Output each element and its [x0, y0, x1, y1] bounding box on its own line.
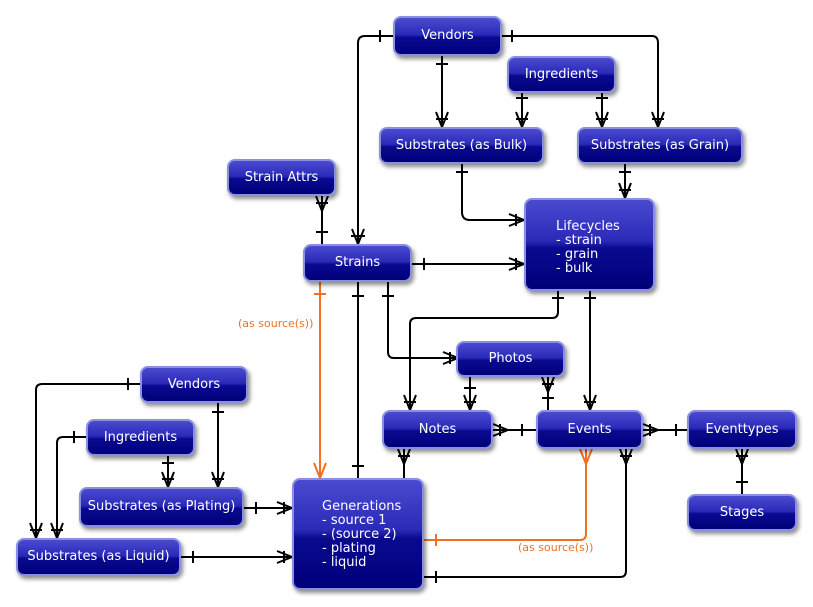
entity-substrates-liquid-label: Substrates (as Liquid) [27, 549, 170, 564]
entity-lifecycles-title: Lifecycles [556, 219, 620, 234]
connector-vendorsleft-liquid [35, 383, 140, 538]
entity-lifecycles-attr-grain: - grain [556, 247, 599, 262]
entity-vendors-left-label: Vendors [167, 376, 221, 392]
connector-generations-events [424, 449, 627, 578]
entity-substrates-grain-label: Substrates (as Grain) [590, 137, 730, 153]
connector-ingredientsleft-liquid [56, 436, 86, 538]
entity-substrates-bulk[interactable]: Substrates (as Bulk) [379, 127, 544, 164]
entity-eventtypes[interactable]: Eventtypes [687, 410, 797, 449]
entity-notes[interactable]: Notes [382, 410, 493, 449]
entity-stages-label: Stages [719, 504, 765, 520]
entity-ingredients-left-label: Ingredients [103, 429, 178, 445]
entity-photos[interactable]: Photos [456, 341, 565, 377]
entity-substrates-liquid[interactable]: Substrates (as Liquid) [16, 538, 181, 576]
entity-lifecycles-attr-bulk: - bulk [556, 261, 593, 276]
entity-generations-title: Generations [322, 499, 402, 514]
connector-lifecycles-notes [409, 291, 559, 410]
entity-generations-attr-source1: - source 1 [322, 513, 387, 528]
entity-eventtypes-label: Eventtypes [705, 421, 779, 437]
entity-vendors-top[interactable]: Vendors [393, 16, 502, 56]
entity-vendors-top-label: Vendors [421, 28, 474, 43]
entity-substrates-plating[interactable]: Substrates (as Plating) [79, 487, 244, 527]
entity-ingredients-top[interactable]: Ingredients [507, 56, 616, 93]
entity-strain-attrs-label: Strain Attrs [244, 169, 319, 185]
strains-source-label: (as source(s)) [238, 317, 314, 330]
entity-ingredients-top-label: Ingredients [524, 66, 599, 82]
entity-strains[interactable]: Strains [303, 244, 412, 282]
entity-strain-attrs[interactable]: Strain Attrs [227, 159, 336, 196]
connector-vendors-strains [357, 35, 393, 244]
entity-events[interactable]: Events [536, 410, 643, 449]
entity-vendors-left[interactable]: Vendors [140, 366, 248, 403]
entity-lifecycles-attr-strain: - strain [556, 233, 602, 248]
entity-substrates-grain[interactable]: Substrates (as Grain) [577, 127, 743, 164]
entity-generations-attr-source2: - (source 2) [322, 527, 397, 542]
entity-notes-label: Notes [418, 421, 457, 437]
connector-strains-photos [387, 282, 458, 359]
events-source-label: (as source(s)) [518, 541, 594, 554]
entity-generations[interactable]: Generations - source 1 - (source 2) - pl… [292, 478, 424, 590]
entity-lifecycles[interactable]: Lifecycles - strain - grain - bulk [524, 198, 655, 291]
entity-strains-label: Strains [334, 255, 381, 270]
connector-vendors-grain [502, 35, 659, 127]
connector-bulk-lifecycles [461, 164, 524, 221]
entity-events-label: Events [567, 421, 612, 437]
entity-substrates-bulk-label: Substrates (as Bulk) [395, 137, 528, 153]
connector-events-generations-source [424, 449, 587, 541]
entity-ingredients-left[interactable]: Ingredients [86, 419, 195, 456]
entity-stages[interactable]: Stages [687, 494, 797, 531]
entity-photos-label: Photos [488, 351, 533, 366]
entity-generations-attr-liquid: - liquid [322, 555, 367, 570]
entity-substrates-plating-label: Substrates (as Plating) [87, 499, 236, 514]
entity-generations-attr-plating: - plating [322, 541, 376, 556]
